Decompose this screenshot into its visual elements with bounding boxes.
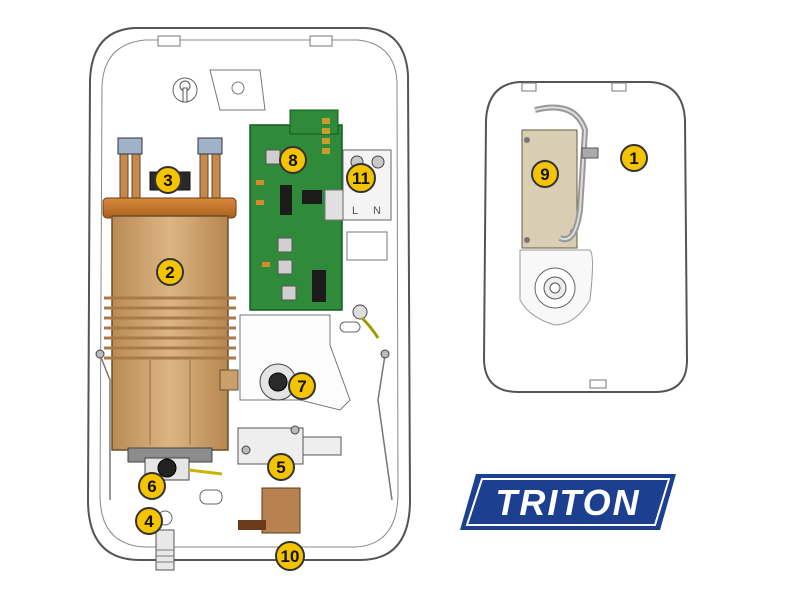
callout-6-label: 6 xyxy=(147,477,156,496)
cover-tab-top-left xyxy=(521,82,537,92)
callout-8-label: 8 xyxy=(288,151,297,170)
ribbon-cable-lines xyxy=(534,106,587,241)
callout-4: 4 xyxy=(135,507,163,535)
callout-10: 10 xyxy=(275,541,305,571)
callout-4-label: 4 xyxy=(144,512,154,531)
callout-9: 9 xyxy=(531,160,559,188)
callout-layer: 1 2 3 4 5 6 7 8 xyxy=(135,144,648,571)
flow-valve xyxy=(219,314,351,411)
top-tab-left xyxy=(157,35,181,47)
callout-1: 1 xyxy=(620,144,648,172)
callout-3-label: 3 xyxy=(163,171,172,190)
left-guide-rail xyxy=(99,354,111,500)
top-bracket-hole xyxy=(231,81,245,95)
control-panel-backing xyxy=(521,129,578,249)
logo-badge xyxy=(460,474,676,530)
callout-5-label: 5 xyxy=(276,458,285,477)
callout-3: 3 xyxy=(154,166,182,194)
pcb-board xyxy=(249,109,348,311)
front-cover-unit xyxy=(482,81,689,393)
heater-tank xyxy=(102,197,237,463)
backplate-unit: L N xyxy=(86,27,412,571)
terminal-letter-right: N xyxy=(373,205,381,217)
callout-7: 7 xyxy=(288,372,316,400)
terminal-letter-left: L xyxy=(352,205,358,217)
callout-8: 8 xyxy=(279,146,307,174)
callout-6: 6 xyxy=(138,472,166,500)
outlet-pipe xyxy=(199,487,301,534)
callout-9-label: 9 xyxy=(540,165,549,184)
callout-2-label: 2 xyxy=(165,263,174,282)
logo-border xyxy=(465,478,671,526)
screw-left xyxy=(95,349,105,359)
control-knob-mount xyxy=(534,267,576,309)
ribbon-connector xyxy=(581,147,599,159)
cover-tab-bottom xyxy=(589,379,607,389)
right-guide-rail xyxy=(377,354,393,501)
backplate-inner-rim xyxy=(99,39,399,548)
logo-text: TRITON xyxy=(495,482,640,523)
callout-2: 2 xyxy=(156,258,184,286)
cover-tab-top-right xyxy=(611,82,627,92)
callout-11-label: 11 xyxy=(352,169,370,188)
top-tab-right xyxy=(309,35,333,47)
screw-right xyxy=(380,349,390,359)
callout-7-label: 7 xyxy=(297,377,306,396)
callout-10-label: 10 xyxy=(281,547,300,566)
callout-5: 5 xyxy=(267,453,295,481)
triton-logo: TRITON xyxy=(460,474,676,530)
callout-1-label: 1 xyxy=(629,149,638,168)
callout-11: 11 xyxy=(346,163,376,193)
earth-post xyxy=(339,304,380,339)
keyhole-mount xyxy=(172,77,198,103)
